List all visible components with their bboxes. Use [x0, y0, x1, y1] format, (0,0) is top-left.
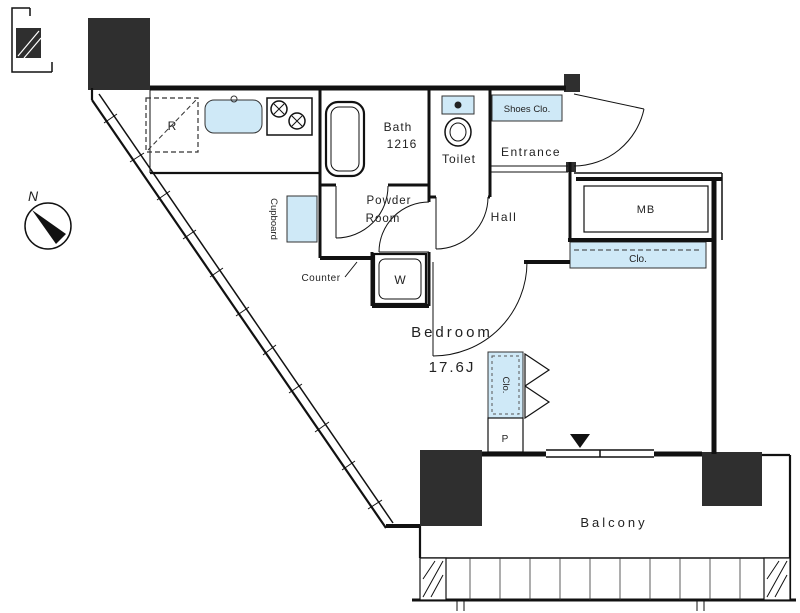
cupboard-box [286, 195, 318, 243]
structural-columns [88, 18, 762, 526]
closets-and-fixture-fills [204, 94, 707, 419]
meter-box [583, 185, 709, 233]
label-pipe: P [502, 434, 509, 445]
side-closet-box [487, 351, 524, 419]
label-refrigerator: R [168, 119, 177, 133]
toilet-icon [444, 101, 472, 147]
column-top-left [88, 18, 150, 90]
bedroom-door-arc [432, 261, 528, 357]
refrigerator-space [145, 97, 199, 153]
kitchen-sink [204, 99, 263, 134]
entrance-door-frame-top [564, 74, 580, 92]
faucet-icon [230, 95, 238, 103]
label-north: N [28, 188, 39, 204]
toilet-door-arc [435, 196, 489, 250]
shoes-closet-box [491, 94, 563, 122]
label-bedroom-size: 17.6J [429, 359, 476, 376]
label-washer: W [394, 273, 406, 287]
label-counter: Counter [301, 273, 340, 284]
balcony-sliding-door [546, 434, 654, 458]
powder-door-arc [378, 201, 430, 253]
label-closet: Clo. [629, 254, 647, 265]
doors [335, 93, 645, 357]
label-hall: Hall [491, 210, 518, 224]
closet-details [487, 249, 702, 453]
washer-pan-icon [372, 252, 428, 306]
counter-leader-line [344, 261, 358, 278]
label-meter-box: MB [637, 204, 656, 216]
bath-door-arc [335, 185, 389, 239]
labels: N R Bath 1216 Toilet Shoes Clo. Entrance… [28, 104, 656, 530]
entry-marker-icon [570, 434, 590, 448]
stove-icon [266, 97, 313, 136]
label-bath: Bath [384, 120, 413, 134]
label-bedroom: Bedroom [411, 324, 493, 341]
column-bottom-middle [420, 450, 482, 526]
walls [90, 85, 792, 600]
column-bottom-right [702, 452, 762, 506]
folding-doors-icon [524, 352, 551, 420]
label-bath-size: 1216 [387, 137, 418, 151]
adjacent-structure [11, 7, 53, 73]
entrance-step [490, 165, 568, 173]
label-cupboard: Cupboard [268, 198, 279, 240]
label-entrance: Entrance [501, 145, 561, 159]
pipe-space-box [487, 417, 524, 453]
diagonal-window-wall [91, 93, 394, 529]
bathtub-icon [324, 100, 366, 178]
balcony-railing [412, 557, 796, 611]
label-powder-line2: Room [366, 213, 401, 225]
north-compass-icon [24, 202, 72, 250]
kitchen-fixtures [145, 95, 313, 153]
label-powder-line1: Powder [367, 195, 412, 207]
label-side-closet: Clo. [500, 377, 511, 394]
label-shoes-closet: Shoes Clo. [504, 104, 550, 115]
side-closet-shelves [491, 355, 520, 415]
label-toilet: Toilet [442, 152, 476, 166]
closet-strip [569, 241, 707, 269]
entrance-door-arc [573, 93, 645, 167]
label-balcony: Balcony [580, 515, 647, 530]
